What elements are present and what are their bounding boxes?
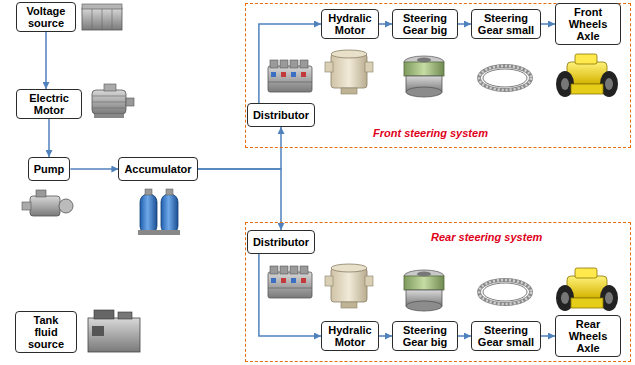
component-box: Tank fluid source xyxy=(15,311,77,353)
flow-arrow xyxy=(198,127,281,169)
box-label: Distributor xyxy=(253,236,309,248)
box-label: Front Wheels Axle xyxy=(561,6,615,42)
component-box: Steering Gear big xyxy=(392,9,458,39)
box-label: Steering Gear small xyxy=(477,324,535,348)
component-box: Front Wheels Axle xyxy=(555,3,621,45)
box-label: Pump xyxy=(34,163,65,175)
flow-arrow xyxy=(45,32,47,89)
component-box: Distributor xyxy=(247,230,315,254)
component-box: Steering Gear small xyxy=(471,9,541,39)
component-box: Distributor xyxy=(247,103,315,127)
box-label: Steering Gear small xyxy=(477,12,535,36)
box-label: Accumulator xyxy=(124,163,191,175)
box-label: Tank fluid source xyxy=(21,314,71,350)
box-label: Hydralic Motor xyxy=(327,324,373,348)
system-region: Rear steering system DistributorHydralic … xyxy=(245,222,631,362)
accumulator-illustration xyxy=(138,189,180,235)
component-box: Steering Gear small xyxy=(471,321,541,351)
flow-arrow xyxy=(541,335,555,337)
box-label: Distributor xyxy=(253,109,309,121)
component-box: Hydralic Motor xyxy=(321,9,379,39)
flow-arrow xyxy=(48,119,50,157)
component-box: Accumulator xyxy=(118,157,197,181)
box-label: Steering Gear big xyxy=(398,12,452,36)
component-box: Steering Gear big xyxy=(392,321,458,351)
box-label: Electric Motor xyxy=(22,92,76,116)
battery-illustration xyxy=(82,4,122,30)
region-title: Rear steering system xyxy=(431,231,542,243)
pump-illustration xyxy=(22,190,73,216)
component-box: Hydralic Motor xyxy=(321,321,379,351)
electric-motor-illustration xyxy=(92,84,134,118)
flow-arrow xyxy=(458,23,471,25)
flow-arrow xyxy=(198,169,281,230)
tank-illustration xyxy=(88,310,140,352)
flow-arrow xyxy=(259,254,321,336)
box-label: Rear Wheels Axle xyxy=(561,318,615,354)
flow-arrow xyxy=(70,168,118,170)
flow-arrow xyxy=(458,335,471,337)
component-box: Pump xyxy=(28,157,71,181)
system-region: Front steering system Distributor Hydralic… xyxy=(245,3,631,148)
component-box: Rear Wheels Axle xyxy=(555,315,621,357)
box-label: Hydralic Motor xyxy=(327,12,373,36)
region-title: Front steering system xyxy=(373,127,488,139)
flow-arrow xyxy=(379,335,392,337)
rear-illustrations xyxy=(268,264,618,311)
flow-arrow xyxy=(259,24,321,103)
front-illustrations xyxy=(268,50,618,97)
box-label: Steering Gear big xyxy=(398,324,452,348)
flow-arrow xyxy=(541,23,555,25)
box-label: Voltage source xyxy=(22,5,70,29)
component-box: Voltage source xyxy=(16,2,76,32)
flow-arrow xyxy=(379,23,392,25)
component-box: Electric Motor xyxy=(16,89,82,119)
